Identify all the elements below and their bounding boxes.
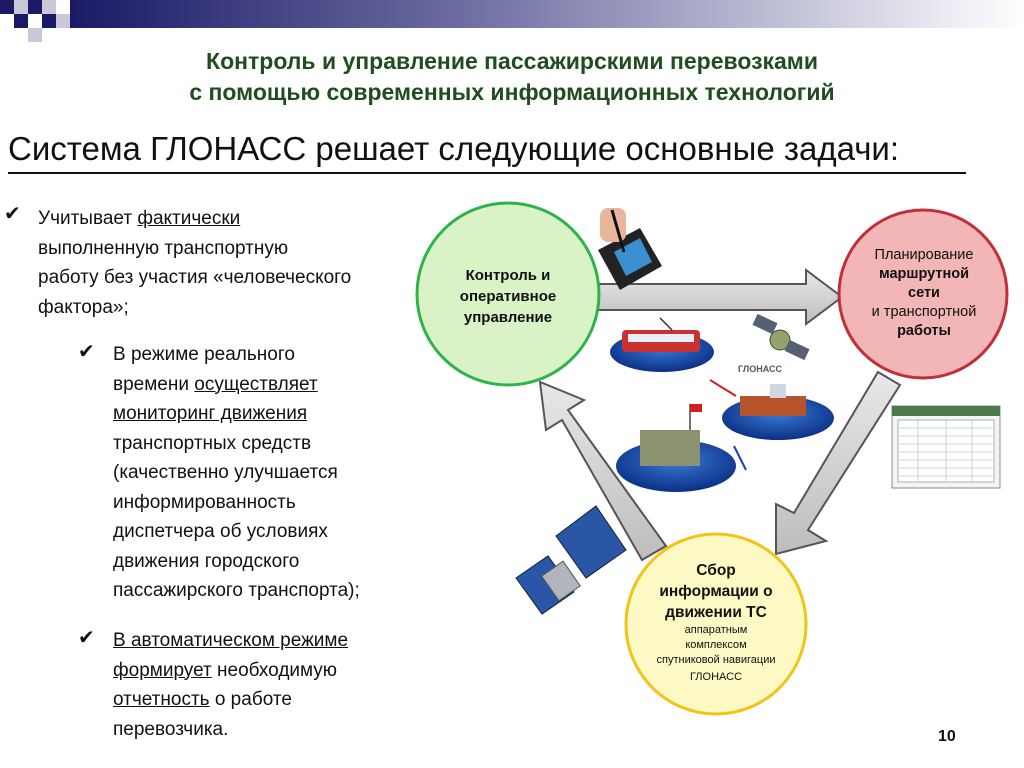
tram-icon	[610, 317, 714, 372]
bullet-text: диспетчера об условиях	[113, 521, 328, 542]
link-arrow-blue	[733, 445, 747, 471]
arrow-planning-to-collect	[775, 370, 902, 556]
top-decoration	[0, 0, 1024, 42]
node-collect-label: Сбор информации о движении ТС аппаратным…	[630, 560, 802, 686]
deco-square	[28, 0, 42, 14]
page-title: Контроль и управление пассажирскими пере…	[0, 46, 1024, 108]
deco-square	[0, 0, 14, 14]
node-label-line: сети	[908, 285, 940, 301]
node-label-line: Планирование	[874, 247, 974, 263]
checkmark-icon: ✔	[78, 627, 95, 649]
bullet-text: В режиме реального	[113, 344, 295, 365]
deco-square	[56, 14, 70, 28]
node-sublabel-line: комплексом	[685, 639, 747, 651]
report-spreadsheet-icon	[891, 405, 1001, 489]
bullet-text: о работе	[209, 689, 292, 710]
deco-square	[42, 0, 56, 14]
bullet-2: В режиме реального времени осуществляет …	[113, 340, 360, 606]
header-gradient-bar	[70, 0, 1024, 28]
bullet-text: пассажирского транспорта);	[113, 580, 360, 601]
node-sublabel-line: ГЛОНАСС	[689, 671, 743, 683]
section-heading: Система ГЛОНАСС решает следующие основны…	[8, 130, 900, 167]
checkmark-icon: ✔	[78, 341, 95, 363]
bullet-text: времени	[113, 373, 195, 395]
deco-square	[14, 14, 28, 28]
satellite-small-icon	[752, 313, 810, 361]
deco-square	[42, 14, 56, 28]
bullet-text: движения городского	[113, 550, 300, 572]
signature-pad-icon	[598, 208, 662, 290]
glonass-label: ГЛОНАСС	[738, 364, 782, 374]
node-label-line: и транспортной	[871, 304, 977, 320]
node-label-line: информации о	[659, 583, 773, 600]
node-label-line: работы	[897, 323, 951, 339]
node-control-circle	[415, 201, 601, 387]
building-icon	[616, 404, 736, 492]
bullet-text-underlined: осуществляет	[194, 373, 318, 395]
bullet-3: В автоматическом режиме формирует необхо…	[113, 626, 348, 744]
checkmark-icon: ✔	[4, 203, 21, 225]
office-icon	[722, 384, 834, 440]
deco-square	[28, 28, 42, 42]
bullet-text: фактора»;	[38, 296, 129, 318]
node-planning-circle	[837, 208, 1009, 380]
node-sublabel-line: спутниковой навигации	[656, 654, 776, 666]
node-sublabel-line: аппаратным	[684, 624, 748, 636]
bullet-text: выполненную транспортную	[38, 237, 289, 259]
bullet-text: информированность	[113, 491, 296, 513]
node-collect-circle	[624, 532, 808, 716]
bullet-text-underlined: формирует	[113, 659, 212, 681]
satellite-large-icon	[515, 505, 627, 615]
bullet-text-underlined: В автоматическом режиме	[113, 630, 349, 651]
node-control-label: Контроль и оперативное управление	[418, 265, 598, 328]
node-label-line: управление	[463, 309, 553, 326]
bullet-text: (качественно улучшается	[113, 462, 338, 483]
bullet-text: работу без участия «человеческого	[38, 267, 352, 288]
bullet-1: Учитывает фактически выполненную транспо…	[38, 204, 351, 322]
node-planning-label: Планирование маршрутной сети и транспорт…	[842, 246, 1006, 341]
bullet-text-underlined: мониторинг движения	[113, 403, 308, 424]
bullet-text: транспортных средств	[113, 432, 312, 454]
bullet-text-underlined: отчетность	[113, 689, 210, 710]
title-line-1: Контроль и управление пассажирскими пере…	[206, 48, 818, 74]
bullet-text: Учитывает	[38, 208, 138, 229]
node-label-line: Сбор	[696, 562, 736, 579]
arrow-control-to-planning	[597, 268, 844, 326]
arrow-collect-to-control	[538, 380, 668, 562]
section-heading-underline	[8, 172, 966, 174]
page-number: 10	[938, 728, 956, 745]
bullet-text: перевозчика.	[113, 718, 229, 740]
node-label-line: маршрутной	[878, 266, 970, 282]
deco-square	[14, 0, 28, 14]
link-arrow-red	[709, 379, 737, 397]
bullet-text-underlined: фактически	[137, 208, 241, 229]
node-label-line: Контроль и	[465, 267, 551, 284]
title-line-2: с помощью современных информационных тех…	[189, 79, 835, 105]
node-label-line: оперативное	[459, 288, 557, 305]
bullet-text: необходимую	[211, 659, 338, 681]
node-label-line: движении ТС	[665, 604, 767, 621]
